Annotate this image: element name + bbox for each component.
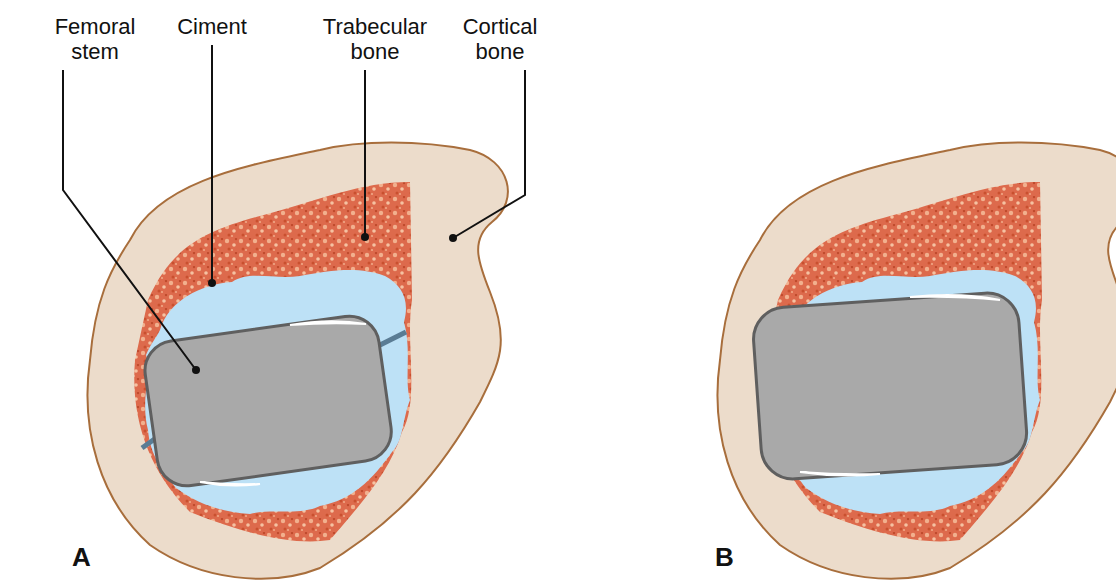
panel-letter: A bbox=[72, 545, 91, 570]
part-label: Cortical bone bbox=[445, 14, 555, 64]
part-label: Ciment bbox=[157, 14, 267, 39]
part-label: Femoral stem bbox=[35, 14, 155, 64]
part-label: Trabecular bone bbox=[310, 14, 440, 64]
panel-letter: B bbox=[715, 545, 734, 570]
